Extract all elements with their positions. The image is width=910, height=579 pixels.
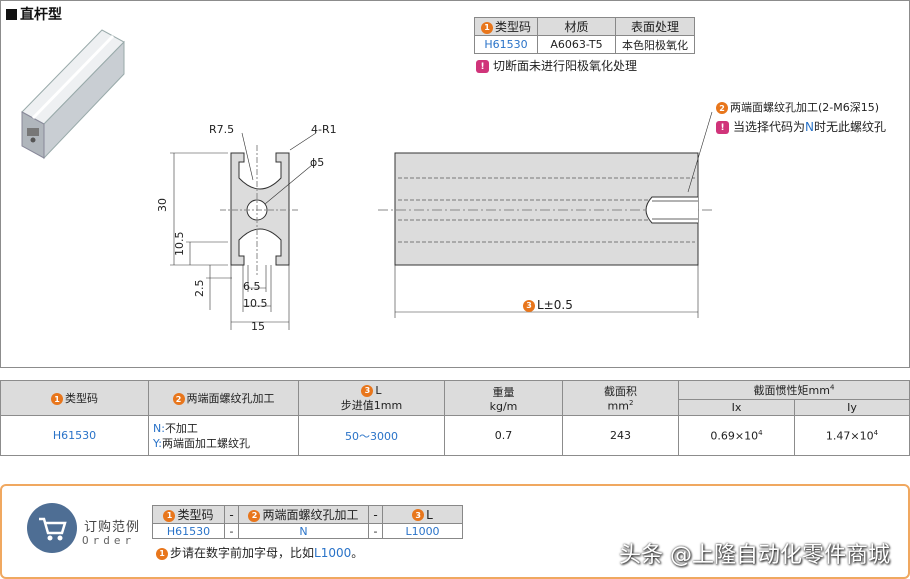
side-view-drawing [378,111,713,318]
cross-section-drawing [170,132,317,330]
material-cell-material: A6063-T5 [537,35,617,54]
order-header-sep: - [224,505,239,524]
dim-4r1: 4-R1 [311,123,337,136]
spec-cell-length: 50～3000 [298,415,445,456]
spec-header-iy: Iy [794,399,910,416]
exclamation-icon: ! [476,60,489,73]
order-title-en: Order [82,534,136,547]
dim-10-5-v: 10.5 [173,232,186,257]
dim-6-5: 6.5 [243,280,261,293]
spec-cell-iy: 1.47×104 [794,415,910,456]
order-header-sep: - [368,505,383,524]
table-row: H61530 - N - L1000 [152,523,463,539]
spec-header-ix: Ix [678,399,795,416]
order-cell-sep: - [368,523,383,539]
order-cell-type: H61530 [152,523,225,539]
shopping-cart-icon [27,503,77,553]
spec-header-inertia: 截面惯性矩mm4 [678,380,910,400]
spec-cell-weight: 0.7 [444,415,563,456]
n-code-note: !当选择代码为N时无此螺纹孔 [716,118,886,135]
profile-3d-image [21,29,125,160]
section-title: 直杆型 [6,4,62,24]
exclamation-icon: ! [716,121,729,134]
dim-15: 15 [251,320,265,333]
spec-cell-area: 243 [562,415,679,456]
cut-note: !切断面未进行阳极氧化处理 [476,57,637,74]
spec-cell-ix: 0.69×104 [678,415,795,456]
order-title-cn: 订购范例 [84,520,141,535]
material-cell-type: H61530 [473,35,539,54]
material-header-finish: 表面处理 [615,17,696,36]
order-cell-thread: N [238,523,369,539]
technical-drawings: R7.5 4-R1 ϕ5 30 10.5 2.5 6.5 10.5 15 [21,29,713,333]
order-cell-length: L1000 [382,523,463,539]
order-cell-sep: - [224,523,239,539]
dim-r75: R7.5 [209,123,234,136]
dim-30: 30 [156,198,169,212]
dim-phi5: ϕ5 [310,156,324,169]
square-icon [6,9,17,20]
material-cell-finish: 本色阳极氧化 [615,35,696,54]
watermark: 头条 @上隆自动化零件商城 [619,543,890,568]
dim-2-5: 2.5 [193,280,206,298]
order-panel [0,484,910,579]
spec-cell-type: H61530 [0,415,149,456]
dim-10-5-h: 10.5 [243,297,268,310]
